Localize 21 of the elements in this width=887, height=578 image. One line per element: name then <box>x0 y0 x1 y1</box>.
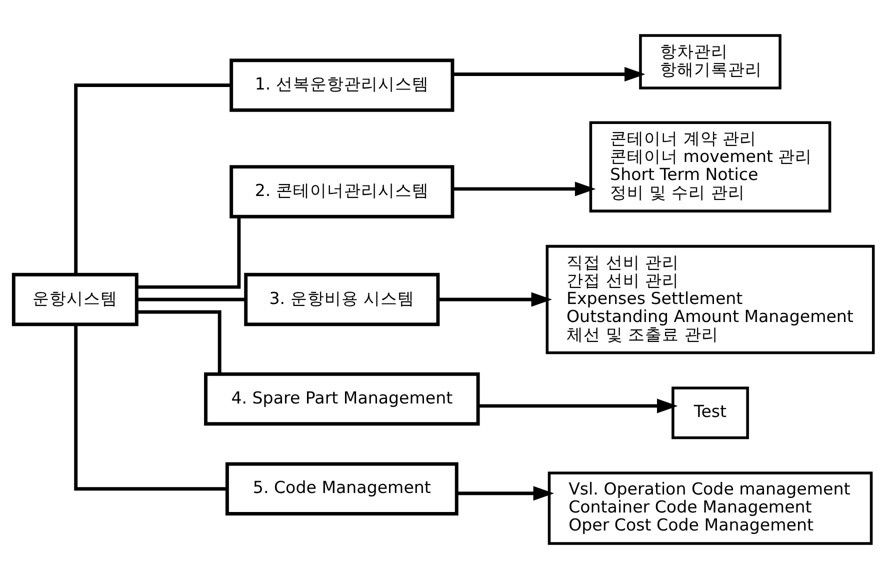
arrow <box>438 292 552 306</box>
node-box: 콘테이너 계약 관리 콘테이너 movement 관리 Short Term Notice 정비 및 수리 관리 <box>589 120 832 212</box>
arrow <box>452 181 596 196</box>
connector <box>74 83 231 274</box>
node-box: 3. 운항비용 시스템 <box>244 272 440 326</box>
node-box: 직접 선비 관리 간접 선비 관리 Expenses Settlement Outstanding Amount Management 체선 및 조출료 관리 <box>546 244 875 354</box>
node-box: Test <box>672 386 749 439</box>
node-box: 5. Code Management <box>225 462 458 515</box>
arrow <box>478 398 678 413</box>
node-box: 1. 선복운항관리시스템 <box>230 58 454 112</box>
node-box: 운항시스템 <box>12 272 138 326</box>
node-box: 4. Spare Part Management <box>204 372 480 426</box>
connector <box>137 216 241 288</box>
node-box: Vsl. Operation Code management Container Code Management Oper Cost Code Management <box>548 471 873 544</box>
connector <box>137 297 246 301</box>
arrow <box>452 66 646 81</box>
node-box: 항차관리 항해기록관리 <box>639 34 782 89</box>
connector <box>136 310 222 374</box>
node-box: 2. 콘테이너관리시스템 <box>230 164 454 218</box>
connector <box>74 324 228 490</box>
arrow <box>456 486 554 500</box>
